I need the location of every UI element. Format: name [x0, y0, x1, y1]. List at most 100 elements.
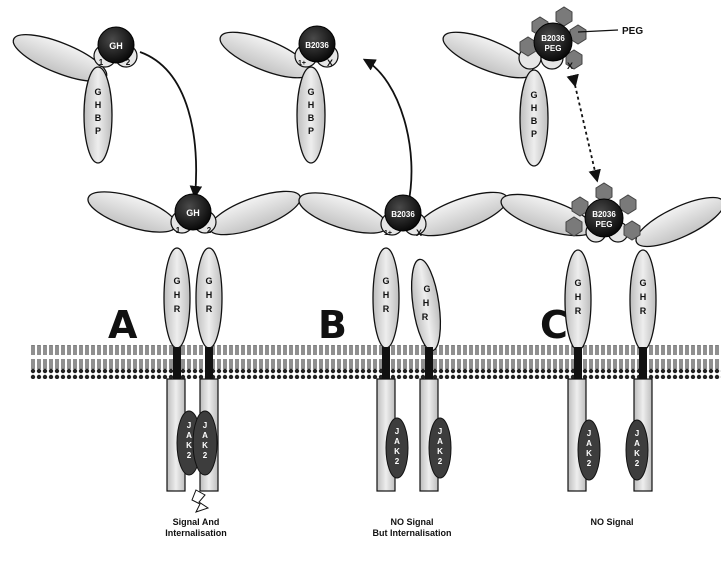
transmembrane-right [639, 347, 647, 379]
b2036-label: B2036 [592, 210, 616, 219]
receptor-arm-right [205, 182, 305, 243]
site-2-label: 2 [126, 58, 131, 67]
ghr-letter: R [640, 306, 647, 316]
ghr-letter: H [383, 290, 390, 300]
panel-c-caption-line1: NO Signal [590, 517, 633, 527]
cell-membrane [30, 345, 721, 379]
arrow-b-exchange [365, 60, 411, 205]
jak2-letter: J [187, 421, 191, 430]
site-1-label: 1+ [384, 230, 392, 237]
ghr-letter: G [205, 276, 212, 286]
ghr-letter: R [206, 304, 213, 314]
jak2-letter: 2 [438, 457, 443, 466]
signal-lightning-icon [192, 490, 208, 512]
receptor-arm-right [630, 188, 721, 256]
transmembrane-left [173, 347, 181, 379]
ghr-letter: R [383, 304, 390, 314]
jak2-letter: 2 [587, 459, 592, 468]
jak2-letter: K [437, 447, 443, 456]
jak2-letter: 2 [395, 457, 400, 466]
jak2-letter: 2 [203, 451, 208, 460]
jak2-letter: A [202, 431, 208, 440]
ghr-letter: G [639, 278, 646, 288]
ghbp-letter: G [307, 87, 314, 97]
ghr-letter: H [174, 290, 181, 300]
receptor-arm-right [412, 183, 512, 244]
receptor-dimer-c: B2036 PEG G H R G H R J A K 2 J A K 2 [497, 183, 721, 491]
site-1-label: 1+ [298, 60, 306, 67]
peg-label: PEG [596, 220, 613, 229]
ghbp-letter: H [95, 100, 102, 110]
transmembrane-left [382, 347, 390, 379]
jak2-letter: A [186, 431, 192, 440]
receptor-arm-left [295, 185, 392, 242]
jak2-letter: A [437, 437, 443, 446]
ghr-letter: R [422, 312, 429, 322]
ghbp-complex-b: B2036 1+ X G H B P [215, 23, 338, 163]
ghbp-letter: P [531, 129, 537, 139]
site-2-label: 2 [207, 226, 212, 235]
jak2-letter: K [586, 449, 592, 458]
ghbp-letter: G [94, 87, 101, 97]
panel-b-caption-line2: But Internalisation [372, 528, 451, 538]
ghbp-letter: G [530, 90, 537, 100]
peg-hexagon [620, 195, 636, 214]
panel-a-caption-line1: Signal And [173, 517, 220, 527]
jak2-letter: J [587, 429, 591, 438]
jak2-letter: J [203, 421, 207, 430]
panel-b-caption-line1: NO Signal [390, 517, 433, 527]
ghr-letter: R [575, 306, 582, 316]
ghbp-complex-c: B2036 PEG X PEG G H B P [438, 7, 643, 166]
arrow-a-binding [140, 52, 196, 196]
site-1-label: 1 [176, 226, 181, 235]
gh-label: GH [109, 41, 123, 51]
jak2-letter: K [186, 441, 192, 450]
ghr-letter: H [423, 298, 430, 308]
jak2-letter: J [395, 427, 399, 436]
ghr-letter: G [173, 276, 180, 286]
ghbp-complex-a: GH 1 2 G H B P [8, 25, 137, 163]
ghr-letter: H [640, 292, 647, 302]
site-1-label: 1 [99, 58, 104, 67]
jak2-letter: 2 [635, 459, 640, 468]
panel-letter-c: C [540, 303, 568, 347]
jak2-letter: K [634, 449, 640, 458]
ghr-letter: G [423, 284, 430, 294]
panel-a-caption-line2: Internalisation [165, 528, 227, 538]
jak2-letter: J [438, 427, 442, 436]
ghr-letter: H [206, 290, 213, 300]
jak2-letter: A [634, 439, 640, 448]
ghr-letter: G [574, 278, 581, 288]
transmembrane-right [425, 347, 433, 379]
ghbp-letter: B [531, 116, 538, 126]
site-x-label: X [327, 58, 333, 68]
b2036-label: B2036 [391, 210, 415, 219]
panel-letter-a: A [108, 303, 138, 347]
ghr-letter: R [174, 304, 181, 314]
jak2-letter: 2 [187, 451, 192, 460]
site-x-label: X [567, 61, 573, 71]
jak2-letter: J [635, 429, 639, 438]
jak2-letter: K [202, 441, 208, 450]
peg-pointer-label: PEG [622, 26, 643, 37]
ghbp-letter: P [95, 126, 101, 136]
panel-letter-b: B [318, 303, 347, 347]
gh-label: GH [186, 208, 200, 218]
ghr-letter: H [575, 292, 582, 302]
ghbp-letter: H [308, 100, 315, 110]
receptor-arm-left [84, 184, 181, 241]
ghbp-letter: B [95, 113, 102, 123]
b2036-label: B2036 [305, 41, 329, 50]
jak2-letter: K [394, 447, 400, 456]
jak2-letter: A [586, 439, 592, 448]
ghbp-letter: P [308, 126, 314, 136]
ghbp-letter: H [531, 103, 538, 113]
b2036-label: B2036 [541, 34, 565, 43]
site-x-label: X [416, 228, 422, 238]
peg-hexagon [556, 7, 572, 26]
transmembrane-right [205, 347, 213, 379]
ghr-letter: G [382, 276, 389, 286]
ghbp-letter: B [308, 113, 315, 123]
